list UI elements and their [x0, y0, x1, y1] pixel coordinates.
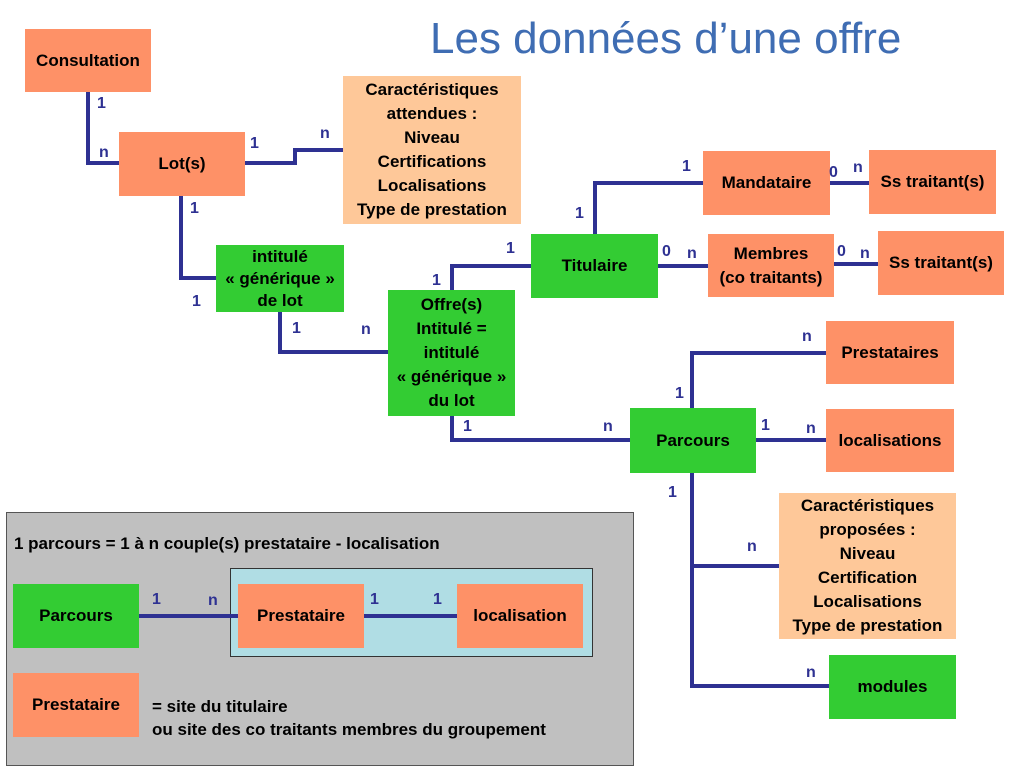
- cardinality-label: 1: [192, 293, 201, 310]
- cardinality-label: n: [99, 144, 109, 161]
- parcours-box: Parcours: [630, 408, 756, 473]
- parcours-label: Parcours: [656, 430, 730, 450]
- consultation-box: Consultation: [25, 29, 151, 92]
- cardinality-label: 1: [292, 320, 301, 337]
- cardinality-label: n: [361, 321, 371, 338]
- panel-parcours-box: Parcours: [13, 584, 139, 648]
- ss-traitant-label: Ss traitant(s): [880, 172, 985, 191]
- membres-box: Membres (co traitants): [708, 234, 834, 297]
- offre-line: « générique »: [396, 367, 507, 386]
- offre-line: Offre(s): [420, 295, 483, 314]
- cardinality-label: 1: [761, 417, 770, 434]
- cardinality-label: n: [806, 664, 816, 681]
- cardinality-label: n: [320, 125, 330, 142]
- cardinality-label: 1: [370, 591, 379, 608]
- cardinality-label: 0: [662, 243, 671, 260]
- legend-prestataire-label: Prestataire: [32, 695, 120, 714]
- cardinality-label: n: [853, 159, 863, 176]
- titulaire-label: Titulaire: [561, 256, 628, 275]
- cardinality-label: 1: [506, 240, 515, 257]
- intitule-line: de lot: [257, 290, 303, 310]
- caract-attendues-line: attendues :: [386, 104, 478, 123]
- cardinality-label: 1: [575, 205, 584, 222]
- cardinality-label: 1: [668, 484, 677, 501]
- cardinality-label: 1: [675, 385, 684, 402]
- cardinality-label: 0: [837, 243, 846, 260]
- ss-traitant-label: Ss traitant(s): [889, 253, 993, 272]
- cardinality-label: n: [802, 328, 812, 345]
- panel-prestataire-box: Prestataire: [238, 584, 364, 648]
- prestataires-label: Prestataires: [841, 342, 939, 362]
- ss-traitant-box: Ss traitant(s): [878, 231, 1004, 295]
- caract-attendues-line: Type de prestation: [357, 200, 507, 219]
- panel-heading: 1 parcours = 1 à n couple(s) prestataire…: [14, 534, 440, 553]
- cardinality-label: 1: [463, 418, 472, 435]
- membres-line: (co traitants): [719, 267, 823, 287]
- page-title: Les données d’une offre: [430, 14, 902, 63]
- legend-definition-line: ou site des co traitants membres du grou…: [152, 720, 546, 739]
- cardinality-label: 1: [682, 158, 691, 175]
- offre-box: Offre(s) Intitulé = intitulé « générique…: [388, 290, 515, 416]
- panel-localisation-label: localisation: [473, 606, 567, 625]
- caract-proposees-line: Certification: [817, 568, 918, 587]
- cardinality-label: n: [747, 538, 757, 555]
- cardinality-label: n: [687, 245, 697, 262]
- cardinality-label: 1: [152, 591, 161, 608]
- lot-box: Lot(s): [119, 132, 245, 196]
- consultation-label: Consultation: [36, 50, 140, 70]
- modules-box: modules: [829, 655, 956, 719]
- panel-parcours-label: Parcours: [39, 606, 113, 625]
- titulaire-box: Titulaire: [531, 234, 658, 298]
- mandataire-box: Mandataire: [703, 151, 830, 215]
- offre-line: Intitulé =: [416, 319, 487, 338]
- offre-line: du lot: [428, 391, 475, 410]
- cardinality-label: 1: [433, 591, 442, 608]
- legend-prestataire-box: Prestataire: [13, 673, 139, 737]
- cardinality-label: n: [860, 245, 870, 262]
- ss-traitant-box: Ss traitant(s): [869, 150, 996, 214]
- caract-attendues-line: Caractéristiques: [365, 80, 499, 99]
- caract-attendues-line: Niveau: [404, 128, 460, 147]
- caract-attendues-line: Certifications: [377, 152, 487, 171]
- offre-line: intitulé: [423, 343, 480, 362]
- caract-attendues-line: Localisations: [377, 176, 487, 195]
- cardinality-label: 1: [250, 135, 259, 152]
- intitule-generique-box: intitulé « générique » de lot: [216, 245, 344, 312]
- localisations-box: localisations: [826, 409, 954, 472]
- modules-label: modules: [857, 677, 928, 696]
- caract-proposees-line: Type de prestation: [792, 616, 943, 635]
- cardinality-label: 1: [190, 200, 199, 217]
- caract-proposees-line: proposées :: [819, 520, 916, 539]
- membres-line: Membres: [733, 243, 809, 263]
- caracteristiques-proposees-box: Caractéristiques proposées : Niveau Cert…: [779, 493, 956, 639]
- panel-prestataire-label: Prestataire: [257, 606, 345, 625]
- intitule-line: « générique »: [225, 268, 335, 288]
- legend-definition-line: = site du titulaire: [152, 697, 288, 716]
- cardinality-label: n: [806, 420, 816, 437]
- intitule-line: intitulé: [252, 246, 308, 266]
- prestataires-box: Prestataires: [826, 321, 954, 384]
- localisations-label: localisations: [838, 430, 942, 450]
- caract-proposees-line: Niveau: [839, 544, 896, 563]
- cardinality-label: n: [208, 592, 218, 609]
- panel-localisation-box: localisation: [457, 584, 583, 648]
- cardinality-label: 1: [97, 95, 106, 112]
- cardinality-label: n: [603, 418, 613, 435]
- caract-proposees-line: Caractéristiques: [800, 496, 935, 515]
- caract-proposees-line: Localisations: [813, 592, 922, 611]
- cardinality-label: 0: [829, 164, 838, 181]
- mandataire-label: Mandataire: [721, 173, 812, 192]
- lot-label: Lot(s): [158, 154, 206, 173]
- caracteristiques-attendues-box: Caractéristiques attendues : Niveau Cert…: [343, 76, 521, 224]
- cardinality-label: 1: [432, 272, 441, 289]
